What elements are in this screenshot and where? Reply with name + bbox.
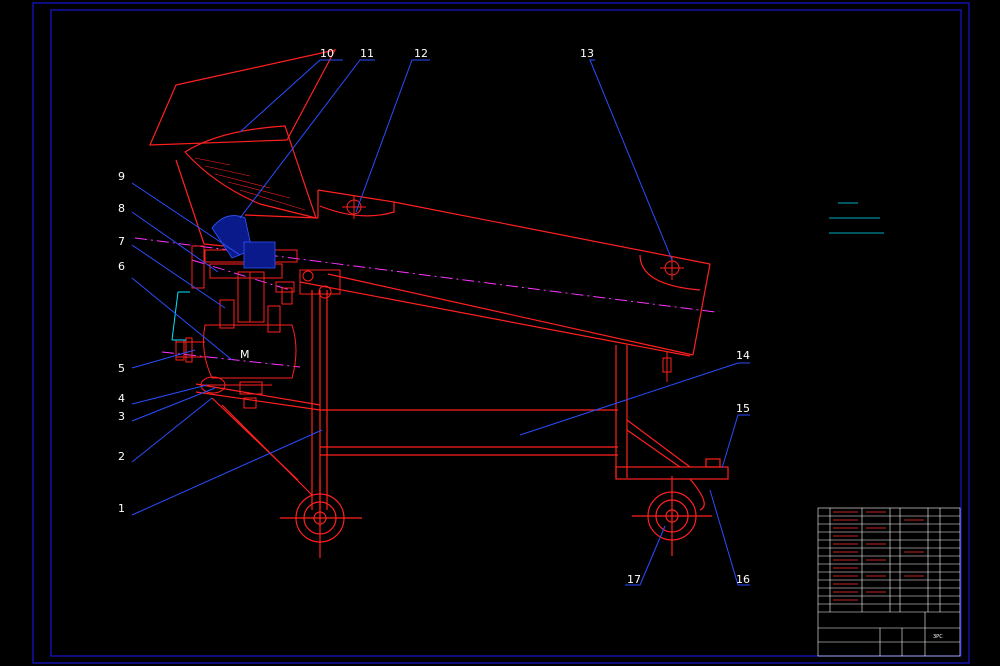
callout-13: 13 (580, 47, 594, 60)
callout-15: 15 (736, 402, 750, 415)
left-wheel (280, 478, 362, 558)
callout-17: 17 (627, 573, 641, 586)
callout-12: 12 (414, 47, 428, 60)
callout-8: 8 (118, 202, 125, 215)
feed-hopper (149, 49, 337, 247)
callout-labels: 1 2 3 4 5 6 7 8 9 10 11 12 13 14 15 16 1… (118, 47, 750, 586)
sheet-border (32, 2, 970, 664)
trough-bolts (342, 195, 684, 382)
center-lines (134, 237, 716, 368)
title-block-sheet: 3PC (933, 634, 943, 640)
callout-10: 10 (320, 47, 334, 60)
callout-6: 6 (118, 260, 125, 273)
drive-assembly (175, 245, 341, 409)
callout-9: 9 (118, 170, 125, 183)
title-block (817, 507, 961, 657)
title-block-marks (833, 511, 924, 601)
callout-3: 3 (118, 410, 125, 423)
technical-notes (829, 202, 884, 234)
callout-4: 4 (118, 392, 125, 405)
section-hatch (211, 215, 276, 269)
dimension-line (171, 291, 190, 341)
motor-label: M (240, 348, 250, 361)
support-frame (195, 290, 729, 511)
trough-body (244, 189, 711, 357)
hopper-hatching (194, 157, 306, 211)
callout-7: 7 (118, 235, 125, 248)
callout-16: 16 (736, 573, 750, 586)
callout-11: 11 (360, 47, 374, 60)
callout-2: 2 (118, 450, 125, 463)
leader-lines (131, 59, 750, 586)
callout-5: 5 (118, 362, 125, 375)
callout-14: 14 (736, 349, 750, 362)
right-wheel (632, 476, 712, 556)
callout-1: 1 (118, 502, 125, 515)
